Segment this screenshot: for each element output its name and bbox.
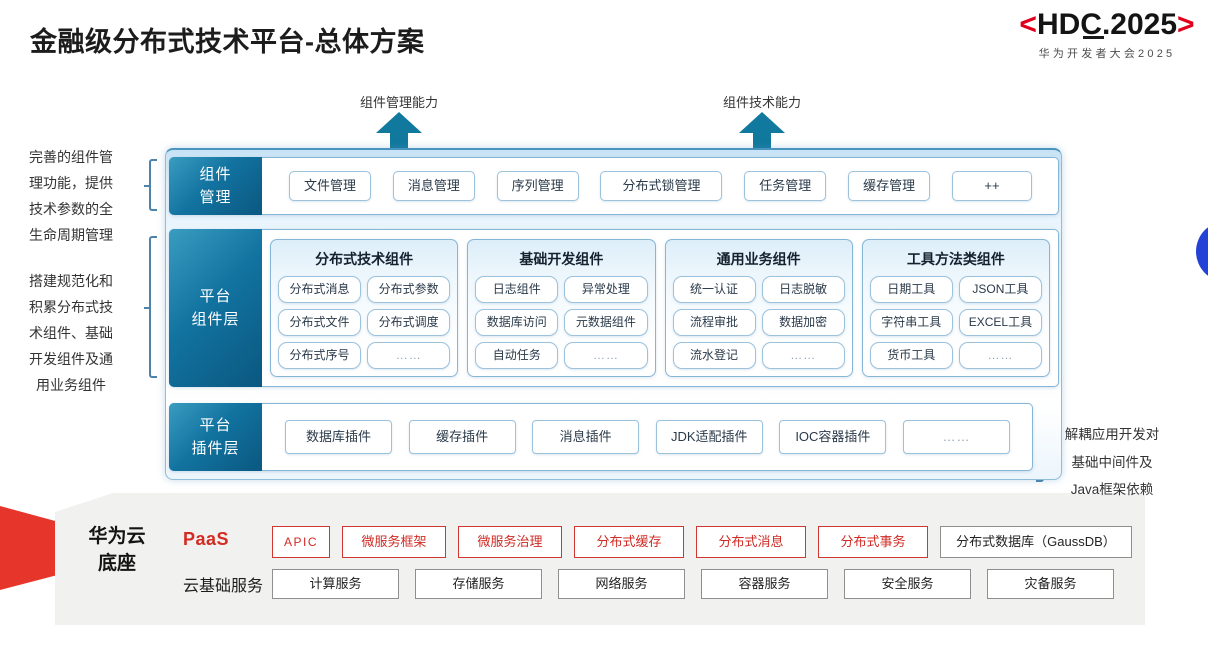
plugin-chip-more: ……: [902, 420, 1010, 454]
component-chip: 统一认证: [672, 276, 756, 303]
capability-chip: 文件管理: [289, 171, 371, 201]
left-brace-row2: [144, 236, 157, 378]
layer-label-platform-components: 平台 组件层: [169, 229, 262, 387]
component-chip: EXCEL工具: [958, 309, 1042, 336]
capability-chip: 任务管理: [744, 171, 827, 201]
group-title: 工具方法类组件: [906, 251, 1005, 267]
layer-label-component-management: 组件 管理: [169, 157, 262, 215]
cloud-service-chip: 计算服务: [272, 569, 399, 599]
cloud-service-chip: 容器服务: [701, 569, 828, 599]
layer-platform-components: 平台 组件层 分布式技术组件 分布式消息 分布式参数 分布式文件 分布式调度 分…: [169, 229, 1059, 387]
component-chip: 流水登记: [672, 342, 756, 369]
group-title: 基础开发组件: [519, 251, 604, 267]
layer-component-management: 组件 管理 文件管理 消息管理 序列管理 分布式锁管理 任务管理 缓存管理 ++: [169, 157, 1059, 215]
hdc-logo-text: <HDC.2025>: [1019, 8, 1194, 42]
huawei-cloud-foundation-panel: 华为云 底座 PaaS APIC 微服务框架 微服务治理 分布式缓存 分布式消息…: [55, 493, 1145, 625]
group-distributed-tech: 分布式技术组件 分布式消息 分布式参数 分布式文件 分布式调度 分布式序号 ……: [270, 239, 459, 377]
paas-service-chip: APIC: [272, 526, 330, 558]
group-utility-tools: 工具方法类组件 日期工具 JSON工具 字符串工具 EXCEL工具 货币工具 ……: [861, 239, 1050, 377]
platform-stack-container: 组件 管理 文件管理 消息管理 序列管理 分布式锁管理 任务管理 缓存管理 ++…: [165, 148, 1062, 480]
component-chip-more: ……: [761, 342, 845, 369]
paas-service-chip: 分布式事务: [818, 526, 928, 558]
foundation-label: 华为云 底座: [88, 526, 146, 574]
cloud-service-chip: 灾备服务: [987, 569, 1114, 599]
paas-service-chip: 分布式缓存: [574, 526, 684, 558]
cloud-services-label: 云基础服务: [183, 578, 264, 595]
note-component-management: 完善的组件管 理功能，提供 技术参数的全 生命周期管理: [29, 149, 113, 243]
group-common-business: 通用业务组件 统一认证 日志脱敏 流程审批 数据加密 流水登记 ……: [664, 239, 853, 377]
capability-chip: 缓存管理: [848, 171, 931, 201]
logo-wordmark: HDC.2025: [1036, 8, 1178, 41]
plugin-chip: 数据库插件: [285, 420, 392, 454]
up-arrow-icon: [739, 112, 785, 133]
component-chip: JSON工具: [958, 276, 1042, 303]
plugin-chip: JDK适配插件: [655, 420, 763, 454]
up-arrow-icon: [376, 112, 422, 133]
component-chip: 数据加密: [761, 309, 845, 336]
component-chip: 日志组件: [475, 276, 559, 303]
plugin-chip: 消息插件: [532, 420, 640, 454]
capability-chip: 序列管理: [496, 171, 579, 201]
plugin-chip: IOC容器插件: [779, 420, 887, 454]
page-title: 金融级分布式技术平台-总体方案: [30, 27, 425, 57]
logo-c-underline: [1083, 36, 1105, 39]
paas-label: PaaS: [183, 529, 230, 549]
hdc-logo-subtitle: 华为开发者大会2025: [1038, 48, 1176, 60]
cloud-service-chip: 网络服务: [558, 569, 685, 599]
paas-services: APIC 微服务框架 微服务治理 分布式缓存 分布式消息 分布式事务 分布式数据…: [272, 526, 1132, 558]
component-chip-more: ……: [367, 342, 451, 369]
paas-service-chip: 分布式消息: [696, 526, 806, 558]
group-title: 分布式技术组件: [315, 251, 414, 267]
group-basic-dev: 基础开发组件 日志组件 异常处理 数据库访问 元数据组件 自动任务 ……: [467, 239, 656, 377]
plugin-chip: 缓存插件: [408, 420, 516, 454]
paas-service-chip: 微服务框架: [342, 526, 446, 558]
component-chip: 异常处理: [564, 276, 648, 303]
component-chip: 日志脱敏: [761, 276, 845, 303]
blue-circle-decoration: [1196, 221, 1208, 282]
note-platform-components: 搭建规范化和 积累分布式技 术组件、基础 开发组件及通 用业务组件: [29, 273, 113, 393]
paas-service-chip: 微服务治理: [458, 526, 562, 558]
hdc-logo: <HDC.2025> 华为开发者大会2025: [1000, 8, 1208, 61]
component-chip: 自动任务: [475, 342, 559, 369]
plugin-items: 数据库插件 缓存插件 消息插件 JDK适配插件 IOC容器插件 ……: [263, 404, 1032, 470]
component-chip: 元数据组件: [564, 309, 648, 336]
up-arrow-stem: [390, 133, 408, 151]
capability-chip-more: ++: [951, 171, 1032, 201]
component-chip: 货币工具: [869, 342, 953, 369]
layer-platform-plugins: 平台 插件层 数据库插件 缓存插件 消息插件 JDK适配插件 IOC容器插件 ……: [169, 403, 1033, 471]
component-chip: 数据库访问: [475, 309, 559, 336]
capability-chip: 消息管理: [392, 171, 475, 201]
cloud-service-chip: 存储服务: [415, 569, 542, 599]
logo-close-bracket: >: [1177, 8, 1195, 41]
logo-open-bracket: <: [1019, 8, 1037, 41]
component-chip-more: ……: [564, 342, 648, 369]
component-chip: 流程审批: [672, 309, 756, 336]
note-plugin-layer: 解耦应用开发对 基础中间件及 Java框架依赖: [1064, 427, 1160, 497]
capability-label-technology: 组件技术能力: [722, 95, 801, 110]
capability-chip: 分布式锁管理: [600, 171, 723, 201]
cloud-service-chip: 安全服务: [844, 569, 971, 599]
component-chip: 分布式文件: [278, 309, 362, 336]
component-chip-more: ……: [958, 342, 1042, 369]
component-chip: 分布式序号: [278, 342, 362, 369]
component-chip: 日期工具: [869, 276, 953, 303]
component-chip: 字符串工具: [869, 309, 953, 336]
component-groups: 分布式技术组件 分布式消息 分布式参数 分布式文件 分布式调度 分布式序号 ………: [270, 239, 1050, 377]
paas-service-chip-gaussdb: 分布式数据库（GaussDB）: [940, 526, 1132, 558]
component-management-items: 文件管理 消息管理 序列管理 分布式锁管理 任务管理 缓存管理 ++: [263, 158, 1058, 214]
group-title: 通用业务组件: [716, 251, 801, 267]
component-chip: 分布式消息: [278, 276, 362, 303]
component-chip: 分布式参数: [367, 276, 451, 303]
cloud-services: 计算服务 存储服务 网络服务 容器服务 安全服务 灾备服务: [272, 569, 1114, 599]
component-chip: 分布式调度: [367, 309, 451, 336]
layer-label-platform-plugins: 平台 插件层: [169, 403, 262, 471]
up-arrow-stem: [753, 133, 771, 151]
left-brace-row1: [144, 159, 157, 211]
capability-label-management: 组件管理能力: [359, 95, 438, 110]
